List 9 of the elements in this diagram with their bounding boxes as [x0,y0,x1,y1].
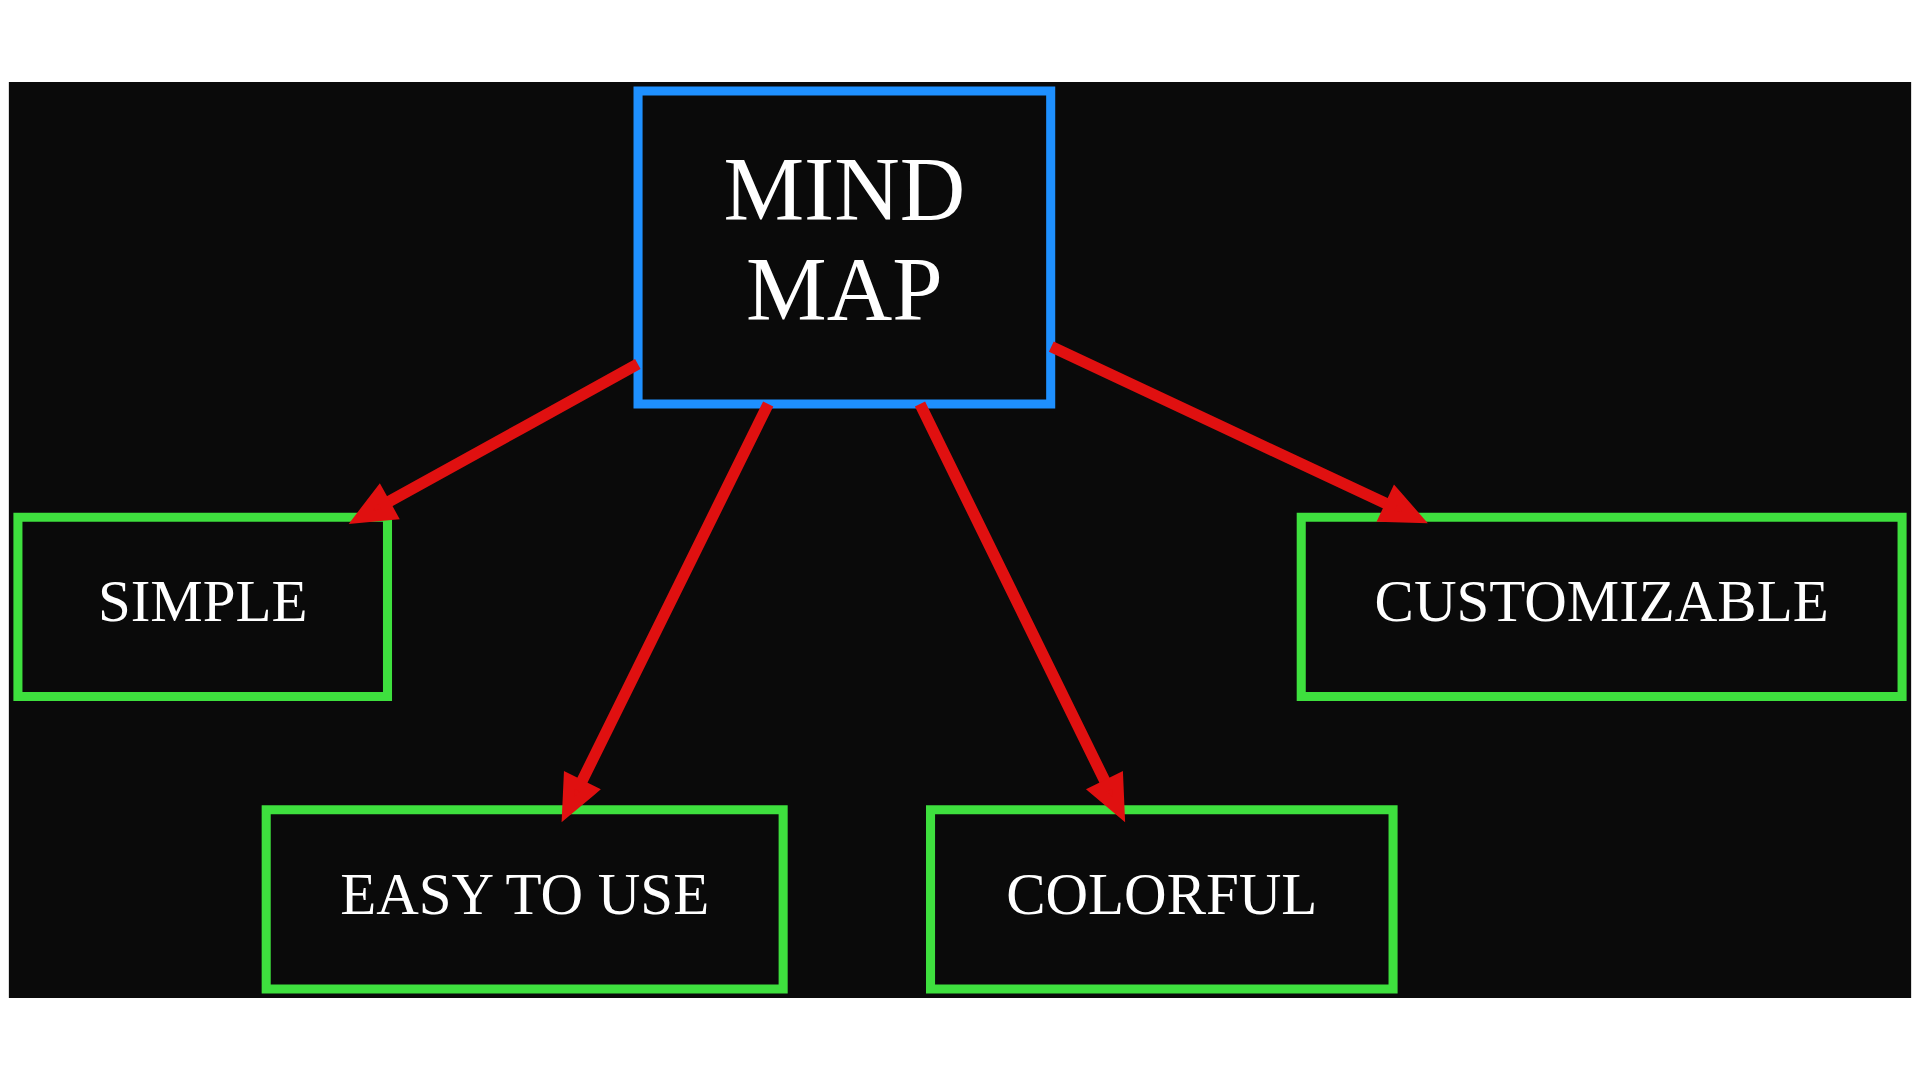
node-box: CUSTOMIZABLE [1296,512,1907,701]
node-box: COLORFUL [926,805,1398,994]
arrow [561,401,774,823]
arrow [914,401,1126,823]
node-box: SIMPLE [13,512,393,701]
node-box: MIND MAP [633,86,1056,409]
arrow [1048,341,1428,524]
arrow [348,359,641,524]
node-box: EASY TO USE [261,805,788,994]
